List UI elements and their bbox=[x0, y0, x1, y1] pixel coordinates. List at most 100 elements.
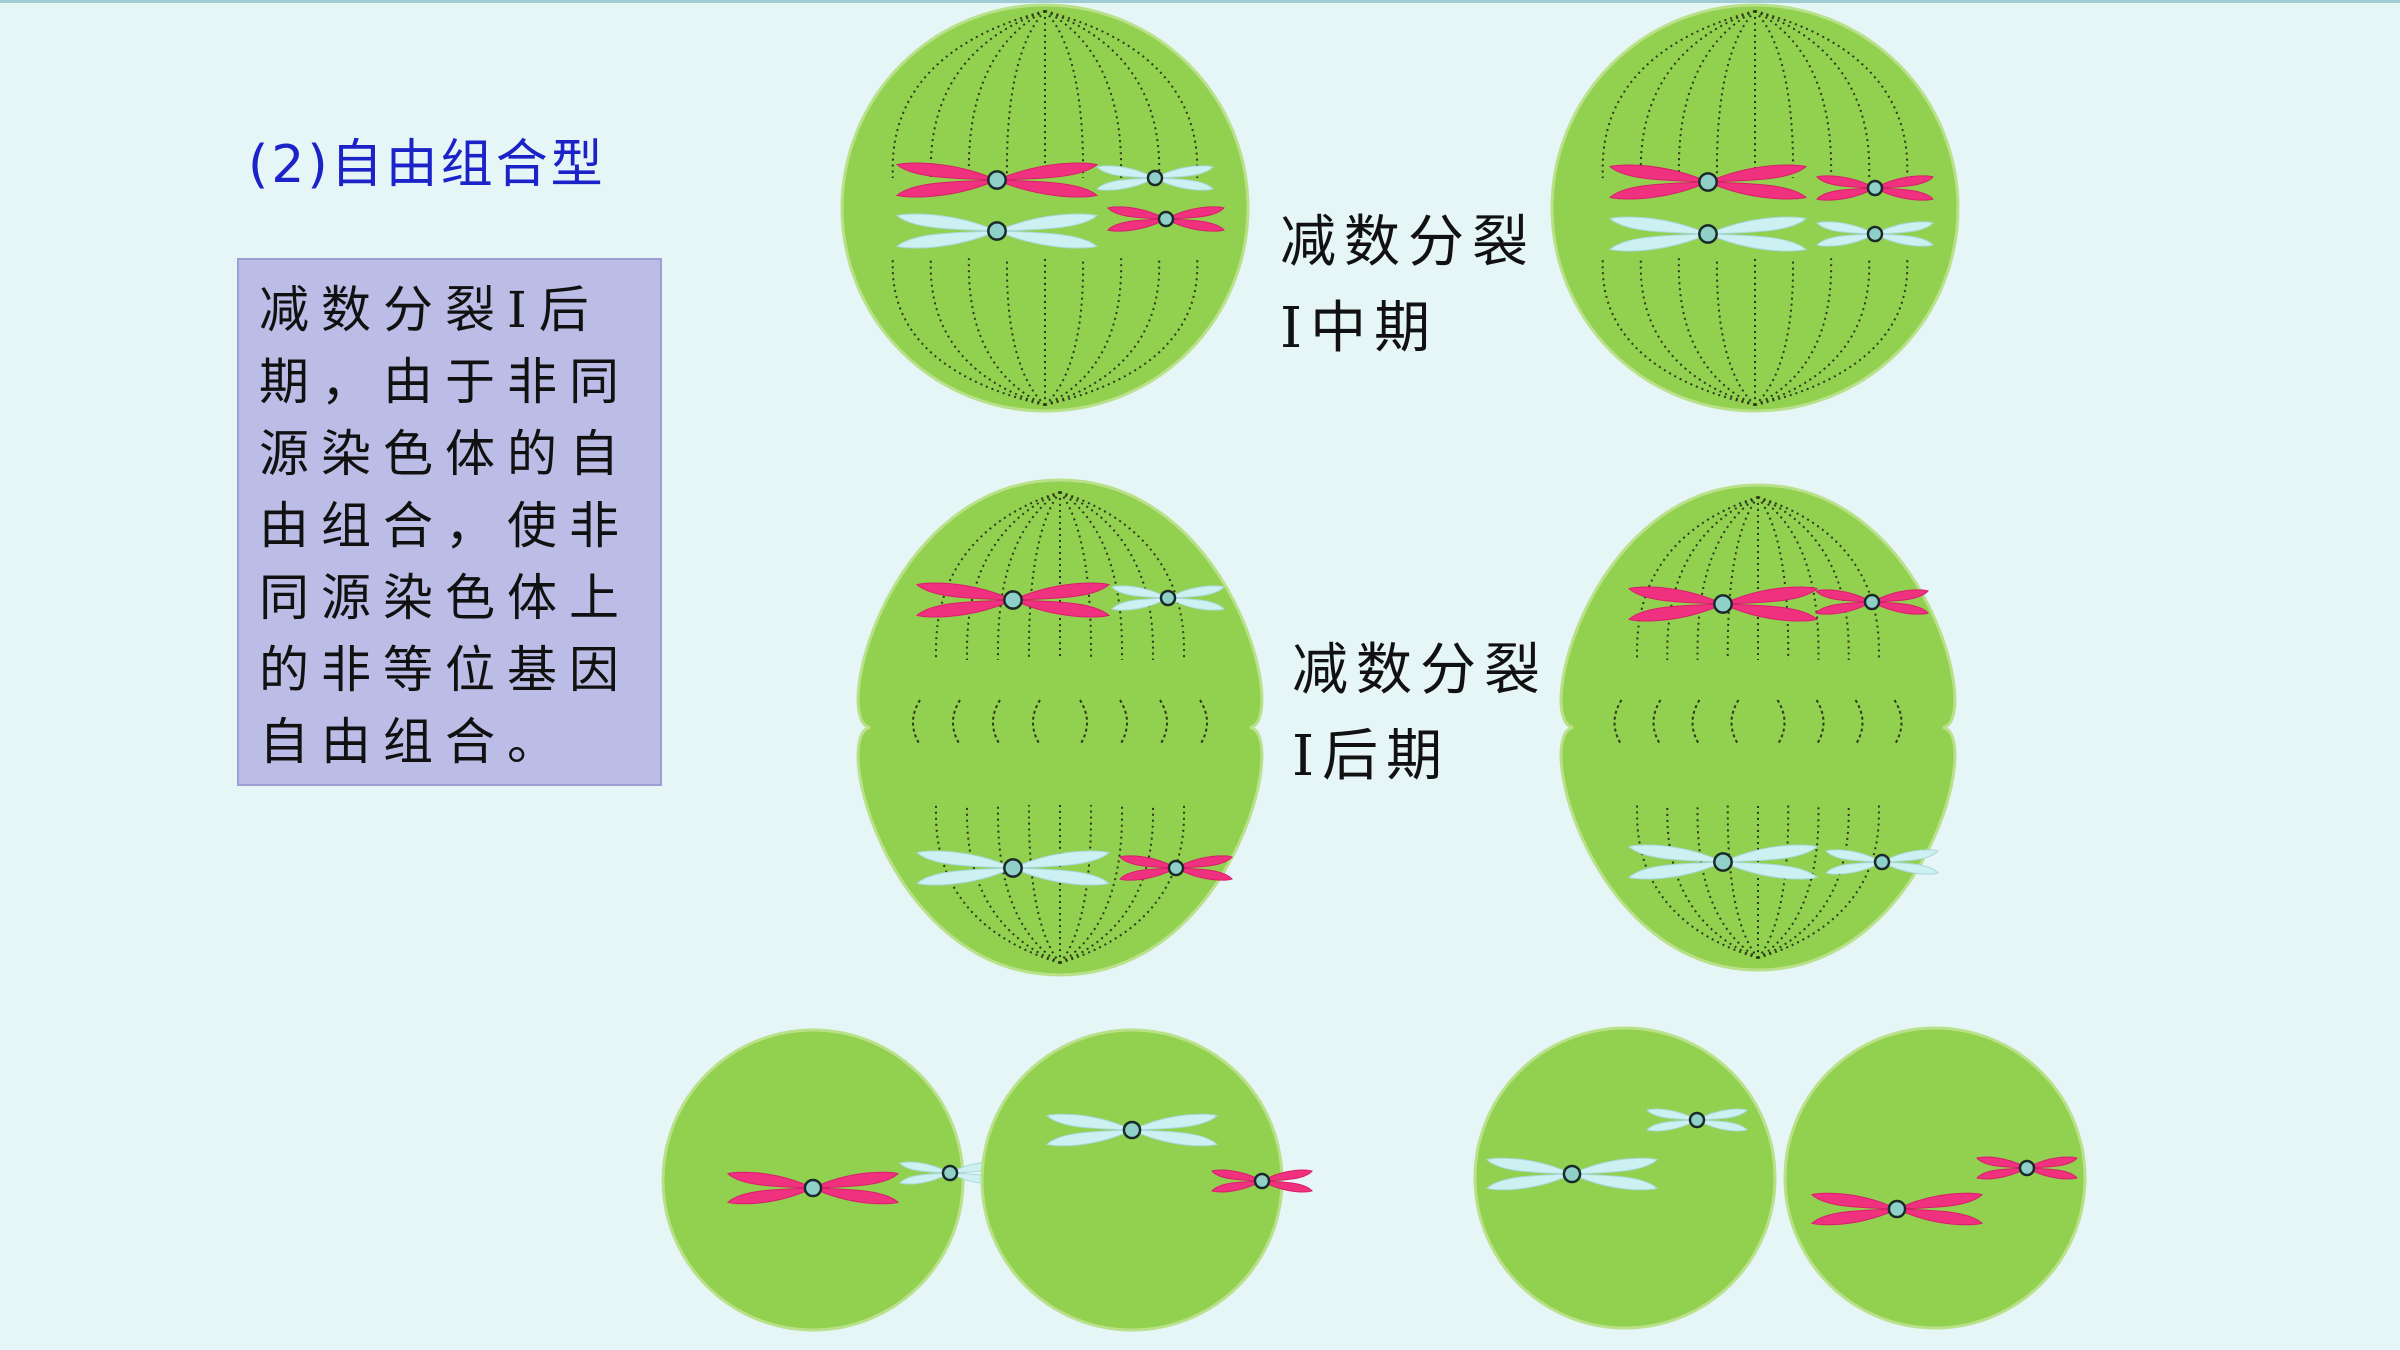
spindle-fiber bbox=[1757, 804, 1880, 959]
chromatid-arm bbox=[1608, 233, 1709, 252]
chromosome bbox=[1825, 849, 1939, 875]
metaphase-label-line2: Ⅰ中期 bbox=[1280, 296, 1439, 361]
chromatid-arm bbox=[895, 162, 998, 181]
chromatid-arm bbox=[1627, 603, 1724, 622]
chromatid-arm bbox=[1571, 1157, 1658, 1175]
spindle-fiber bbox=[1005, 257, 1046, 406]
chromatid-arm bbox=[1046, 1113, 1133, 1131]
chromatid-arm bbox=[1119, 855, 1177, 869]
chromatid-arm bbox=[1976, 1156, 2028, 1169]
spindle-fiber bbox=[996, 491, 1061, 661]
spindle-fiber bbox=[967, 10, 1046, 179]
spindle-fiber bbox=[1079, 699, 1088, 746]
anaphase-cell bbox=[1559, 483, 1957, 972]
chromatid-arm bbox=[1815, 601, 1873, 615]
centromere bbox=[1713, 852, 1733, 872]
chromatid-arm bbox=[1111, 597, 1169, 611]
chromatid-arm bbox=[1881, 849, 1939, 863]
spindle-fiber bbox=[1044, 257, 1085, 406]
spindle-fiber bbox=[1601, 10, 1756, 179]
cell-body bbox=[840, 3, 1250, 413]
spindle-fiber bbox=[1044, 257, 1123, 406]
explanation-line: 源染色体的自 bbox=[259, 425, 631, 483]
chromatid-arm bbox=[1046, 1129, 1133, 1147]
centromere bbox=[1146, 169, 1164, 187]
chromatid-arm bbox=[1816, 187, 1876, 201]
centromere bbox=[1159, 589, 1177, 607]
chromatid-arm bbox=[1874, 187, 1934, 201]
chromosome bbox=[1046, 1113, 1218, 1147]
spindle-fiber bbox=[1044, 10, 1123, 179]
chromatid-arm bbox=[1811, 1192, 1898, 1210]
chromatid-arm bbox=[1012, 867, 1111, 886]
centromere bbox=[1713, 594, 1733, 614]
explanation-line: 自由组合。 bbox=[259, 713, 569, 771]
spindle-fiber bbox=[929, 10, 1046, 179]
spindle-fiber bbox=[1815, 699, 1825, 746]
chromatid-arm bbox=[1707, 216, 1808, 235]
centromere bbox=[1253, 1172, 1271, 1190]
spindle-fiber bbox=[891, 10, 1046, 179]
chromosome bbox=[915, 850, 1111, 886]
spindle-fiber bbox=[1754, 257, 1871, 406]
chromatid-arm bbox=[1722, 603, 1819, 622]
chromatid-arm bbox=[1012, 582, 1111, 601]
chromosome bbox=[1816, 175, 1934, 201]
chromatid-arm bbox=[1646, 1108, 1698, 1121]
chromatid-arm bbox=[996, 230, 1099, 249]
chromosome bbox=[1211, 1169, 1313, 1193]
chromatid-arm bbox=[1261, 1180, 1313, 1193]
chromosome bbox=[727, 1171, 899, 1205]
chromatid-arm bbox=[1165, 218, 1225, 232]
chromatid-arm bbox=[1896, 1192, 1983, 1210]
chromosome bbox=[1627, 586, 1819, 622]
chromatid-arm bbox=[1811, 1208, 1898, 1226]
centromere bbox=[1167, 859, 1185, 877]
centromere bbox=[987, 221, 1007, 241]
chromosome bbox=[1646, 1108, 1748, 1132]
anaphase-label-line2: Ⅰ后期 bbox=[1292, 724, 1451, 789]
chromatid-arm bbox=[895, 179, 998, 198]
spindle-fiber bbox=[912, 699, 921, 746]
explanation-box: 减数分裂Ⅰ后 期，由于非同 源染色体的自 由组合，使非 同源染色体上 的非等位基… bbox=[237, 258, 662, 786]
chromatid-arm bbox=[1707, 233, 1808, 252]
chromosome bbox=[1976, 1156, 2078, 1180]
spindle-fiber bbox=[1677, 257, 1756, 406]
chromatid-arm bbox=[1167, 597, 1225, 611]
chromatid-arm bbox=[1707, 164, 1808, 183]
centromere bbox=[987, 170, 1007, 190]
chromatid-arm bbox=[1486, 1157, 1573, 1175]
centromere bbox=[1157, 210, 1175, 228]
spindle-fiber bbox=[1776, 699, 1786, 746]
spindle-fiber bbox=[1726, 496, 1759, 661]
chromatid-arm bbox=[1722, 586, 1819, 605]
spindle-fiber bbox=[1027, 804, 1061, 964]
chromatid-arm bbox=[1815, 589, 1873, 603]
spindle-fiber bbox=[1715, 10, 1756, 179]
chromatid-arm bbox=[1119, 867, 1177, 881]
chromatid-arm bbox=[1881, 861, 1939, 875]
spindle-fiber bbox=[1854, 699, 1864, 746]
spindle-fiber bbox=[1639, 257, 1756, 406]
chromatid-arm bbox=[1167, 585, 1225, 599]
spindle-fiber bbox=[1613, 699, 1623, 746]
chromatid-arm bbox=[1608, 216, 1709, 235]
chromatid-arm bbox=[1571, 1173, 1658, 1191]
spindle-fiber bbox=[1119, 699, 1128, 746]
chromatid-arm bbox=[1211, 1180, 1263, 1193]
spindle-fiber bbox=[1893, 699, 1903, 746]
chromatid-arm bbox=[1722, 861, 1819, 880]
chromatid-arm bbox=[1175, 867, 1233, 881]
cell-body bbox=[856, 478, 1264, 977]
chromatid-arm bbox=[1211, 1169, 1263, 1182]
chromatid-arm bbox=[1107, 218, 1167, 232]
spindle-fiber bbox=[1715, 257, 1756, 406]
spindle-fiber bbox=[1601, 257, 1756, 406]
spindle-fiber bbox=[1691, 699, 1701, 746]
chromatid-arm bbox=[1896, 1208, 1983, 1226]
spindle-fiber bbox=[1032, 699, 1041, 746]
chromatid-arm bbox=[812, 1171, 899, 1189]
chromatid-arm bbox=[1096, 177, 1156, 191]
chromosome bbox=[1486, 1157, 1658, 1191]
